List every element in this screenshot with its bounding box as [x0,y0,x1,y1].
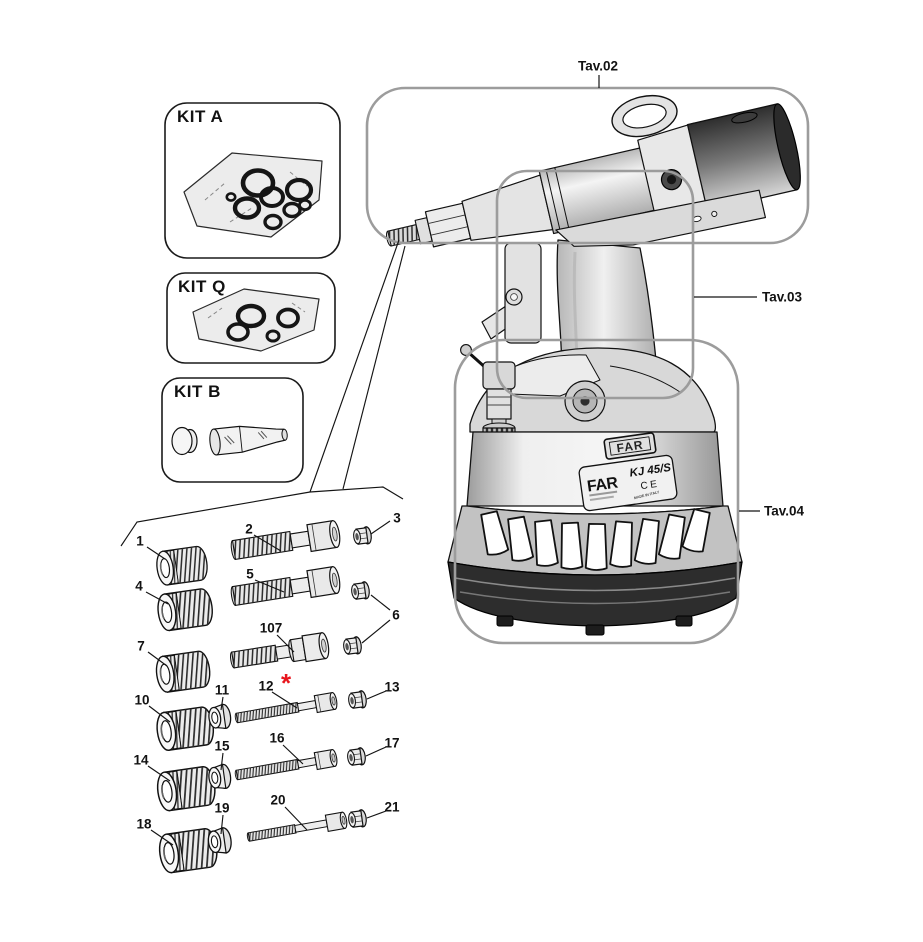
tool-data-plate: FAR KJ 45/S CE MADE IN ITALY [578,454,678,512]
callout-15: 15 [214,738,230,754]
callout-10: 10 [134,692,150,708]
part-6b-nozzle [341,635,363,657]
part-6a-nozzle [349,580,371,602]
callout-2: 2 [245,521,253,537]
part-17-nozzle [345,746,367,768]
callout-6: 6 [392,607,400,623]
part-13-nozzle [346,689,368,711]
callout-17: 17 [384,735,400,751]
callout-1: 1 [136,533,144,549]
tav03-zone-frame [495,169,695,400]
callout-7: 7 [137,638,145,654]
tool-base-cylinder: FAR FAR KJ 45/S CE MADE IN ITALY [466,431,724,515]
part-3-nozzle [351,525,373,547]
callout-13: 13 [384,679,400,695]
part-1-nosepiece [154,544,210,587]
part-14-nosepiece [154,764,218,813]
tool-brand-label: FAR [586,474,620,495]
tool-skirt [447,505,743,576]
part-16-tie-rod [233,748,339,785]
part-7-nosepiece [153,649,213,694]
callout-21: 21 [384,799,400,815]
nose-leader-line-2 [342,245,406,490]
embossed-brand-plate: FAR [603,432,657,460]
tool-brand-embossed: FAR [616,438,645,456]
callout-4: 4 [135,578,143,594]
part-21-nozzle [346,808,368,830]
tool-model: KJ 45/S [629,462,672,480]
callout-11: 11 [214,682,230,698]
tav02-zone-frame [365,86,810,245]
part-20-tie-rod [245,811,349,846]
callout-3: 3 [393,510,401,526]
special-marker-asterisk: * [280,668,292,698]
kit-b-contents [171,425,288,456]
callout-leader-lines [120,239,406,846]
callout-107: 107 [259,620,283,636]
tool-ce-mark: CE [640,479,660,493]
callout-14: 14 [133,752,149,768]
kit-a-label: KIT A [177,107,224,126]
part-10-nosepiece [154,705,217,753]
nose-leader-line-1 [309,239,400,493]
kit-q-oring-bag [192,288,320,352]
callout-18: 18 [136,816,152,832]
tool-made-in: MADE IN ITALY [634,490,661,500]
tav03-label: Tav.03 [761,289,803,305]
part-4-nosepiece [155,587,216,633]
callout-20: 20 [270,792,286,808]
tav02-label: Tav.02 [577,58,619,74]
tool-barrel [385,94,801,248]
kit-q-label: KIT Q [178,277,226,296]
callout-16: 16 [269,730,285,746]
callout-12: 12 [258,678,274,694]
tav04-zone-frame [453,338,740,645]
tool-base [447,561,743,636]
callout-19: 19 [214,800,230,816]
rivet-tool-illustration: FAR FAR KJ 45/S CE MADE IN ITALY [385,94,801,636]
kit-b-label: KIT B [174,382,221,401]
tool-trigger [481,242,542,344]
kit-a-oring-bag [183,152,323,238]
callout-5: 5 [246,566,254,582]
spare-parts-group [153,519,373,875]
tav04-label: Tav.04 [763,503,805,519]
